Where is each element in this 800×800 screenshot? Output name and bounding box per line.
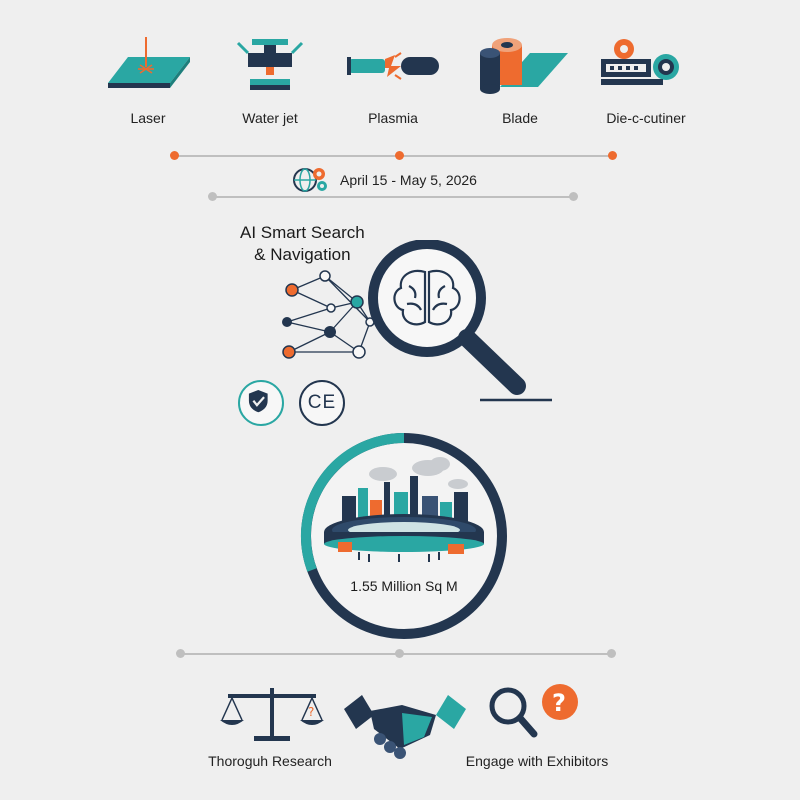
event-dates: April 15 - May 5, 2026 xyxy=(340,172,477,188)
blade-roll-icon xyxy=(470,35,570,95)
timeline-dot xyxy=(569,192,578,201)
tool-label-water-jet: Water jet xyxy=(242,110,298,126)
globe-gears-icon xyxy=(292,164,330,194)
plasma-torch-icon xyxy=(343,35,443,95)
svg-text:?: ? xyxy=(308,705,314,719)
tool-label-plasma: Plasmia xyxy=(368,110,418,126)
timeline-dot xyxy=(395,649,404,658)
die-cutter-gears-icon xyxy=(596,35,696,95)
timeline-dot xyxy=(176,649,185,658)
scales-icon: ? xyxy=(218,682,328,744)
divider-top xyxy=(174,155,614,157)
action-label-exhibitors: Engage with Exhibitors xyxy=(465,753,609,769)
stadium-venue-icon: 1.55 Million Sq M xyxy=(298,430,510,642)
venue-area-label: 1.55 Million Sq M xyxy=(350,578,458,594)
ce-mark-badge: CE xyxy=(299,380,345,426)
ai-search-title: AI Smart Search & Navigation xyxy=(240,222,365,266)
tool-label-die-cutter: Die-c-cutiner xyxy=(606,110,686,126)
magnifier-brain-icon xyxy=(275,239,565,410)
magnifier-question-icon: ? xyxy=(486,682,586,744)
action-label-research: Thoroguh Research xyxy=(208,753,332,769)
timeline-dot xyxy=(170,151,179,160)
timeline-dot xyxy=(395,151,404,160)
shield-check-icon xyxy=(238,380,284,426)
handshake-icon xyxy=(340,685,470,765)
divider-dates xyxy=(212,196,574,198)
svg-text:?: ? xyxy=(552,689,566,717)
tool-label-laser: Laser xyxy=(130,110,166,126)
tool-label-blade: Blade xyxy=(502,110,538,126)
ai-search-title-line1: AI Smart Search xyxy=(240,223,365,242)
ai-search-title-line2: & Navigation xyxy=(254,245,351,264)
water-jet-icon xyxy=(220,35,320,95)
laser-cutter-icon xyxy=(98,35,198,95)
timeline-dot xyxy=(607,649,616,658)
ce-mark-text: CE xyxy=(307,392,337,413)
timeline-dot xyxy=(608,151,617,160)
timeline-dot xyxy=(208,192,217,201)
